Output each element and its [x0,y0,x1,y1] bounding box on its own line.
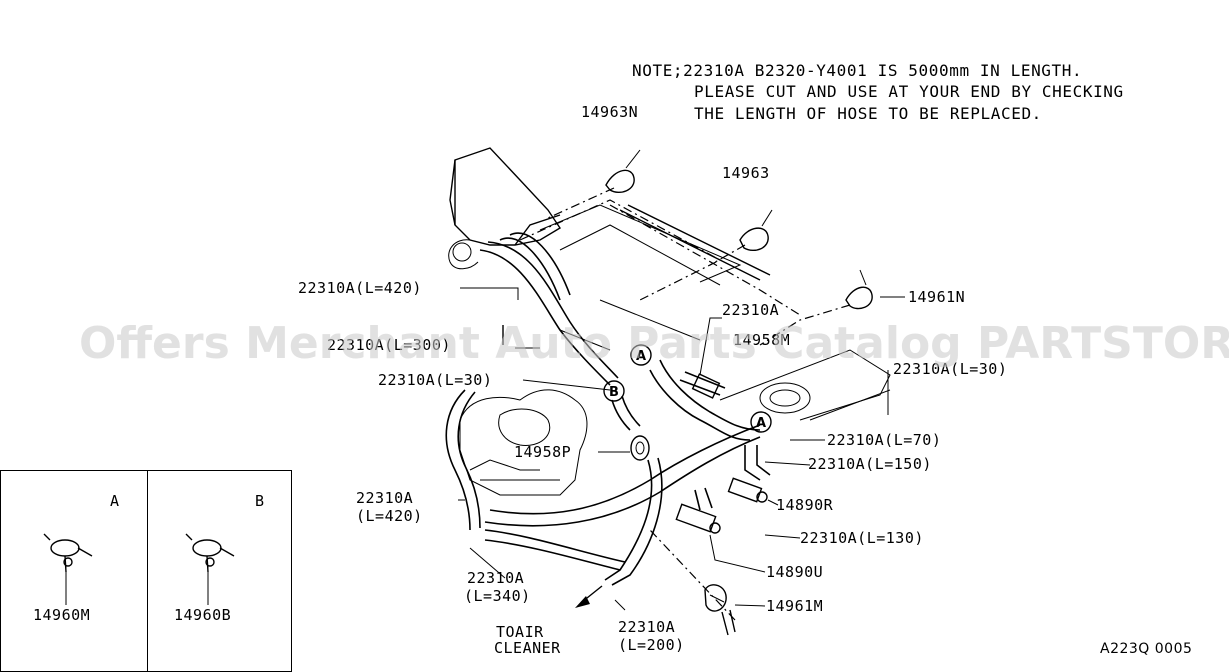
inset-panel: A B 14960M 14960B [0,470,292,672]
label-22310A-L30-right: 22310A(L=30) [893,360,1007,378]
to-air-cleaner-arrow [575,585,603,608]
valve-14960M-icon [43,533,93,605]
label-14963: 14963 [722,164,770,182]
label-22310A-bot-b: (L=340) [464,587,531,605]
note-line-2: PLEASE CUT AND USE AT YOUR END BY CHECKI… [694,82,1124,101]
label-14890R: 14890R [776,496,834,514]
components [605,149,873,636]
inset-a-title: A [110,492,120,510]
label-22310A-bot2-a: 22310A [618,618,675,636]
inset-a-part: 14960M [33,606,90,624]
label-22310A-bot-a: 22310A [467,569,524,587]
label-22310A-L150: 22310A(L=150) [808,455,932,473]
label-14961M: 14961M [766,597,823,615]
diagram-code: A223Q 0005 [1100,641,1192,657]
callout-a-left: A [630,344,652,366]
label-14961N: 14961N [908,288,965,306]
label-22310A-L420-top: 22310A(L=420) [298,279,422,297]
label-22310A-L130: 22310A(L=130) [800,529,924,547]
leader-lines [458,287,905,611]
svg-text:A: A [636,349,646,364]
note-line-3: THE LENGTH OF HOSE TO BE REPLACED. [694,104,1042,123]
label-22310A-bot2-b: (L=200) [618,636,685,654]
label-to-air-1: TOAIR [496,623,544,641]
locator-lines [547,187,851,621]
label-22310A-mid: 22310A [722,301,779,319]
label-14958M: 14958M [733,331,790,349]
callout-a-right: A [750,411,772,433]
label-14890U: 14890U [766,563,823,581]
watermark: Offers Merchant Auto Parts Catalog PARTS… [79,318,1229,369]
part-labels: 14963N 14963 14961N 22310A(L=420) 22310A… [298,103,1192,657]
label-14958P: 14958P [514,443,571,461]
inset-b-part: 14960B [174,606,231,624]
label-22310A-L300: 22310A(L=300) [327,336,451,354]
svg-text:A: A [756,416,766,431]
label-22310A-left-b: (L=420) [356,507,423,525]
engine-line-art [448,147,891,496]
label-22310A-left-a: 22310A [356,489,413,507]
label-14963N: 14963N [581,103,638,121]
svg-text:B: B [609,385,619,400]
inset-b-title: B [255,492,265,510]
valve-14960B-icon [185,533,235,605]
note-line-1: NOTE;22310A B2320-Y4001 IS 5000mm IN LEN… [632,61,1082,80]
vacuum-hoses [445,232,771,586]
label-to-air-2: CLEANER [494,639,561,657]
label-22310A-L30-left: 22310A(L=30) [378,371,492,389]
callout-b: B [603,380,625,402]
label-22310A-L70: 22310A(L=70) [827,431,941,449]
